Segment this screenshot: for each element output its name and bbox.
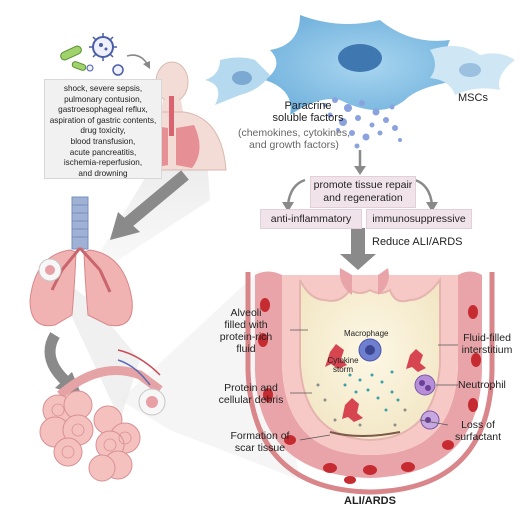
promote-line2: and regeneration (323, 192, 403, 204)
alveoli-label: Alveoli filled with protein-rich fluid (205, 307, 287, 355)
scar-line2: scar tissue (234, 442, 286, 454)
scar-label: Formation of scar tissue (222, 430, 298, 454)
cytokine-line1: Cytokine (327, 356, 359, 365)
paracrine-line2: soluble factors (272, 112, 344, 124)
cause-line: aspiration of gastric contents, (49, 115, 157, 125)
alveoli-line2: filled with (224, 319, 268, 331)
small-virus-icon (86, 64, 124, 76)
fluid-label: Fluid-filled interstitium (456, 332, 518, 356)
alveoli-line1: Alveoli (230, 307, 262, 319)
cause-line: shock, severe sepsis, (63, 84, 143, 93)
promote-box: promote tissue repair and regeneration (310, 176, 416, 208)
factors-label: (chemokines, cytokines, and growth facto… (230, 127, 358, 151)
protein-label: Protein and cellular debris (210, 382, 292, 406)
cause-line: acute pancreatitis, (69, 147, 137, 157)
paracrine-line1: Paracrine (284, 100, 332, 112)
factors-line1: (chemokines, cytokines, (237, 127, 351, 139)
lungs-icon (29, 196, 133, 327)
macrophage-cell (358, 338, 382, 362)
neutrophil-label: Neutrophil (458, 379, 506, 391)
immunosuppressive-box: immunosuppressive (366, 209, 472, 229)
alveoli-line3: protein-rich (219, 331, 273, 343)
paracrine-factors-dots (323, 97, 402, 149)
fluid-line1: Fluid-filled (463, 332, 511, 344)
loss-line2: surfactant (454, 431, 502, 443)
neutrophil-cell (414, 374, 440, 430)
cause-line: drug toxicity, (80, 126, 126, 136)
debris-dots (316, 383, 407, 427)
alveoli-line4: fluid (236, 343, 256, 355)
cause-line: blood transfusion, (70, 136, 136, 146)
reduce-label: Reduce ALI/ARDS (372, 236, 463, 248)
cause-line: pulmonary contusion, (64, 94, 142, 104)
fluid-line2: interstitium (461, 344, 513, 356)
cytokine-line2: storm (333, 365, 353, 374)
cytokine-dots (343, 370, 400, 412)
promote-line1: promote tissue repair (313, 179, 413, 191)
loss-line1: Loss of (461, 419, 495, 431)
alveoli-cluster-icon (39, 349, 166, 482)
arrow-to-immunosuppressive (414, 178, 434, 206)
loss-label: Loss of surfactant (448, 419, 508, 443)
cytokine-label: Cytokine storm (325, 356, 361, 374)
red-cells-damaged (325, 344, 426, 422)
scar-tissue (329, 431, 401, 437)
paracrine-label: Paracrine soluble factors (268, 100, 348, 124)
protein-line2: cellular debris (218, 394, 284, 406)
msc-label: MSCs (458, 92, 488, 104)
macrophage-label: Macrophage (344, 329, 389, 338)
msc-nucleus (338, 44, 382, 72)
virus-icon (89, 33, 117, 61)
cause-line: ischemia-reperfusion, (63, 158, 143, 168)
causes-box: shock, severe sepsis, pulmonary contusio… (44, 79, 162, 179)
arrow-reduce (351, 228, 365, 256)
bacteria-icon (60, 45, 87, 71)
cause-line: and drowning (78, 168, 128, 178)
alveolus-cross-section (245, 268, 495, 495)
arrow-to-anti-inflammatory (286, 178, 306, 206)
protein-line1: Protein and (224, 382, 278, 394)
cause-line: gastroesophageal reflux, (58, 105, 148, 115)
leader-lines (290, 329, 458, 441)
scar-line1: Formation of (230, 430, 290, 442)
factors-line2: and growth factors) (249, 139, 339, 151)
arrow-body-to-lungs (121, 170, 189, 230)
anti-inflammatory-box: anti-inflammatory (260, 209, 362, 229)
ali-ards-title: ALI/ARDS (344, 495, 396, 507)
